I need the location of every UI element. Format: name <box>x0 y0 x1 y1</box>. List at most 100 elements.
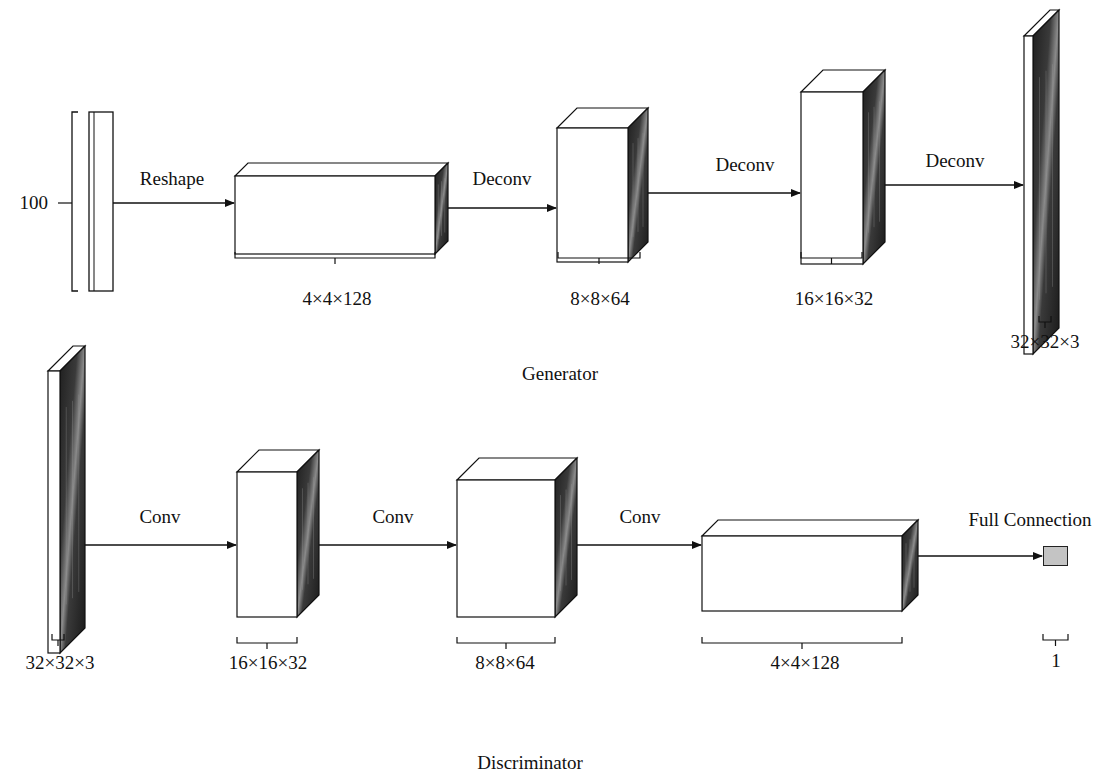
dimension-brace <box>237 637 297 649</box>
block-outline <box>237 450 319 617</box>
texture-streak <box>1052 64 1053 287</box>
flow-arrow <box>448 207 556 208</box>
flow-arrow <box>113 202 234 203</box>
feature-map-block: 8×8×64 <box>557 108 648 262</box>
block-outline <box>1024 10 1059 354</box>
block-outline <box>72 112 113 291</box>
operation-label: Deconv <box>713 154 776 176</box>
dimension-label: 32×32×3 <box>26 652 95 674</box>
section-title: Generator <box>522 363 598 385</box>
block-outline <box>235 163 448 254</box>
feature-map-block: 4×4×128 <box>235 163 448 254</box>
feature-map-block: 16×16×32 <box>801 70 885 264</box>
texture-streak <box>914 535 915 588</box>
texture-streak <box>66 407 67 604</box>
top-face <box>702 520 918 536</box>
side-face <box>297 450 319 617</box>
vector-rect <box>89 112 113 291</box>
block-outline <box>702 520 918 611</box>
front-face <box>237 472 297 617</box>
flow-arrow <box>85 544 236 545</box>
texture-streak <box>441 181 442 236</box>
texture-streak <box>633 143 634 237</box>
dimension-label: 1 <box>1051 650 1061 672</box>
feature-map-block: 16×16×32 <box>237 450 319 617</box>
bracket-tick <box>58 202 72 203</box>
feature-map-block: 32×32×3 <box>48 346 85 653</box>
texture-streak <box>313 477 314 579</box>
side-face <box>435 163 448 254</box>
operation-label: Reshape <box>138 168 206 190</box>
texture-streak <box>560 495 561 591</box>
texture-streak <box>308 483 309 585</box>
front-face <box>235 176 435 254</box>
dimension-brace <box>558 252 640 264</box>
dimension-label: 32×32×3 <box>1011 331 1080 353</box>
block-outline <box>48 346 85 653</box>
side-face <box>628 108 648 262</box>
operation-label: Deconv <box>470 168 533 190</box>
feature-map-block: 8×8×64 <box>457 458 577 617</box>
operation-label: Conv <box>370 506 415 528</box>
texture-streak <box>444 178 445 233</box>
dimension-brace <box>1043 634 1068 646</box>
texture-streak <box>72 401 73 598</box>
texture-streak <box>438 184 439 239</box>
dimension-brace <box>1039 316 1051 328</box>
dimension-brace <box>457 637 555 649</box>
front-face <box>457 480 555 617</box>
block-outline <box>457 458 577 617</box>
side-face <box>1033 10 1059 354</box>
texture-streak <box>78 395 79 592</box>
flow-arrow <box>319 544 456 545</box>
texture-streak <box>566 490 567 586</box>
output-unit: 1 <box>1043 546 1068 566</box>
texture-streak <box>868 112 869 232</box>
operation-label: Full Connection <box>967 509 1094 531</box>
front-face <box>48 371 60 653</box>
dimension-brace <box>235 252 435 264</box>
dimension-label: 16×16×32 <box>795 288 873 310</box>
operation-label: Conv <box>617 506 662 528</box>
front-face <box>557 128 628 262</box>
texture-streak <box>1039 77 1040 300</box>
dimension-brace <box>702 637 902 649</box>
side-face <box>902 520 918 611</box>
side-face <box>60 346 85 653</box>
dimension-label: 4×4×128 <box>303 288 372 310</box>
feature-map-block: 4×4×128 <box>702 520 918 611</box>
texture-streak <box>910 539 911 592</box>
dimension-label: 8×8×64 <box>570 288 629 310</box>
texture-streak <box>906 543 907 596</box>
feature-map-block: 32×32×3 <box>1024 10 1059 354</box>
latent-vector: 100 <box>72 112 113 291</box>
flow-arrow <box>918 555 1042 556</box>
operation-label: Conv <box>137 506 182 528</box>
block-outline <box>557 108 648 262</box>
block-outline <box>801 70 885 264</box>
texture-streak <box>571 484 572 580</box>
texture-streak <box>879 101 880 221</box>
bracket <box>72 112 78 291</box>
texture-streak <box>638 138 639 232</box>
side-face <box>555 458 577 617</box>
flow-arrow <box>885 184 1023 185</box>
dimension-label: 8×8×64 <box>475 652 534 674</box>
flow-arrow <box>648 192 800 193</box>
dimension-label: 16×16×32 <box>229 652 307 674</box>
top-face <box>235 163 448 176</box>
operation-label: Deconv <box>923 150 986 172</box>
output-square <box>1044 547 1068 566</box>
dimension-brace <box>52 634 64 646</box>
dimension-label: 100 <box>20 192 49 214</box>
block-outline <box>1043 546 1068 566</box>
dimension-brace <box>801 252 862 264</box>
texture-streak <box>1046 71 1047 294</box>
flow-arrow <box>577 544 701 545</box>
front-face <box>702 536 902 611</box>
dimension-label: 4×4×128 <box>771 652 840 674</box>
texture-streak <box>643 133 644 227</box>
front-face <box>1024 36 1033 354</box>
texture-streak <box>302 488 303 590</box>
